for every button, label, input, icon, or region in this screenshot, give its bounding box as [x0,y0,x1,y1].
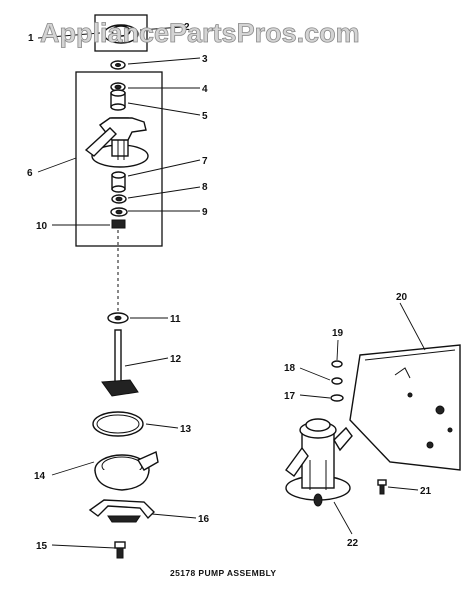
part-18-lockwasher [331,377,343,385]
callout-16: 16 [198,514,210,525]
part-5-bushing [110,89,126,111]
part-4-washer [110,82,126,92]
callout-15: 15 [36,541,48,552]
callout-22: 22 [347,538,359,549]
callout-9: 9 [202,207,208,218]
callout-12: 12 [170,354,182,365]
callout-20: 20 [396,292,408,303]
callout-labels: 1 2 3 4 5 6 7 8 9 10 11 12 13 14 15 16 1… [27,22,432,552]
part-22-pump-assembly [285,418,353,507]
part-9-washer [110,207,128,217]
part-20-cabinet-panel [349,344,461,471]
callout-2: 2 [184,22,190,33]
callout-19: 19 [332,328,344,339]
part-1-2-cap [94,14,148,52]
part-7-bushing [111,171,126,193]
callout-1: 1 [28,33,34,44]
part-14-pump-housing [94,451,159,491]
callout-17: 17 [284,391,296,402]
callout-5: 5 [202,111,208,122]
callout-21: 21 [420,486,432,497]
callout-11: 11 [170,314,181,325]
callout-10: 10 [36,221,48,232]
part-6-pump-body [84,117,149,168]
callout-6: 6 [27,168,33,179]
watermark: AppliancePartsPros.com [40,18,360,48]
part-3-washer [110,60,126,70]
part-15-screw [114,541,126,559]
part-8-washer [111,194,127,204]
leader-lines [37,26,426,549]
part-13-gasket-ring [92,411,144,437]
callout-14: 14 [34,471,46,482]
callout-4: 4 [202,84,208,95]
part-12-impeller-shaft [101,329,139,397]
part-11-washer [107,312,129,324]
part-21-screw [377,479,387,495]
diagram-caption: 25178 PUMP ASSEMBLY [170,568,277,578]
part-6-assembly-box [75,71,163,247]
part-19-nut [331,360,343,368]
part-10-seal [111,219,126,229]
callout-8: 8 [202,182,208,193]
callout-3: 3 [202,54,208,65]
callout-7: 7 [202,156,208,167]
callout-18: 18 [284,363,296,374]
part-17-washer [330,394,344,402]
callout-13: 13 [180,424,192,435]
part-16-clamp [88,499,155,523]
